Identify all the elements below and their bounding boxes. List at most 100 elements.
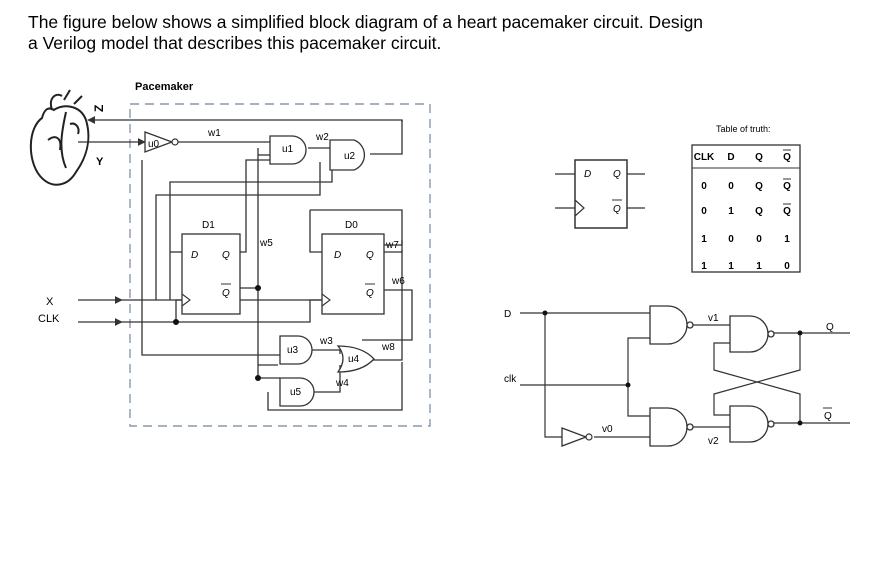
d0-name: D0 <box>345 220 358 231</box>
loop-wire-b <box>169 160 333 300</box>
d0-qbar-label: Q <box>366 288 374 299</box>
d1-d-label: D <box>191 250 198 261</box>
u2-label: u2 <box>344 151 356 162</box>
truth-table-cell: 1 <box>784 234 790 245</box>
truth-table-cell: 0 <box>701 206 707 217</box>
u1-label: u1 <box>282 144 294 155</box>
d0-q-label: Q <box>366 250 374 261</box>
truth-table-cell: 0 <box>728 234 734 245</box>
question-text: The figure below shows a simplified bloc… <box>28 12 848 54</box>
w2-label: w2 <box>315 132 329 143</box>
pacemaker-title: Pacemaker <box>135 81 194 93</box>
flipflop-d1: D1 D Q Q <box>181 220 241 315</box>
u0-label: u0 <box>148 139 160 150</box>
latch-nand-gates <box>649 305 775 447</box>
port-y-label: Y <box>96 156 104 168</box>
d1-q-label: Q <box>222 250 230 261</box>
gate-u5: u5 <box>279 377 315 407</box>
truth-table-title: Table of truth: <box>716 124 771 134</box>
latch-wires <box>520 312 850 438</box>
z-output-wire <box>87 116 403 124</box>
truth-table-cell: Q <box>783 181 791 192</box>
u5-label: u5 <box>290 387 302 398</box>
latch-qbar-label: Q <box>824 411 832 422</box>
nand-gate-2 <box>649 407 688 447</box>
latch-clk-label: clk <box>504 374 517 385</box>
d1-clk-wire <box>175 299 182 322</box>
latch-cross-q <box>713 333 801 416</box>
truth-table-cell: 0 <box>728 181 734 192</box>
wire-w8 <box>372 250 403 361</box>
pacemaker-wires <box>78 116 413 411</box>
nand-gate-4 <box>729 405 769 443</box>
truth-table-cell: 0 <box>701 181 707 192</box>
latch-v1-label: v1 <box>708 313 719 324</box>
w1-label: w1 <box>207 128 221 139</box>
truth-table-cell: 1 <box>728 261 734 272</box>
nand-gate-3 <box>729 315 769 353</box>
question-line-2: a Verilog model that describes this pace… <box>28 33 442 53</box>
w6-label: w6 <box>391 276 405 287</box>
gate-u0: u0 <box>144 131 179 153</box>
flipflop-d0: D0 D Q Q <box>321 220 385 315</box>
w4-label: w4 <box>335 378 349 389</box>
junction-dots <box>173 285 261 381</box>
pacemaker-boundary <box>129 103 431 427</box>
d0-clk-wire <box>176 299 322 323</box>
latch-clk-lower <box>627 385 650 417</box>
w8-label: w8 <box>381 342 395 353</box>
gate-u4: u4 <box>336 345 375 373</box>
truth-table-header: D <box>727 152 734 163</box>
d1-qbar-label: Q <box>222 288 230 299</box>
latch-d-to-inv <box>544 313 562 438</box>
u3-label: u3 <box>287 345 299 356</box>
truth-table-cell: Q <box>755 206 763 217</box>
truth-table-cell: 0 <box>756 234 762 245</box>
wire-w6 <box>362 289 413 341</box>
question-line-1: The figure below shows a simplified bloc… <box>28 12 704 32</box>
w7-label: w7 <box>385 240 399 251</box>
w5-label: w5 <box>259 238 273 249</box>
latch-inverter-v0 <box>561 427 593 447</box>
loop-wire-c <box>141 160 280 356</box>
nand-gate-1 <box>649 305 688 345</box>
dff-q-label: Q <box>613 169 621 180</box>
heart-icon <box>29 89 90 186</box>
truth-table-header: CLK <box>694 152 715 163</box>
port-z-label: Z <box>92 105 106 112</box>
d1-q-wire <box>240 159 270 253</box>
latch-cross-qbar <box>713 342 801 423</box>
latch-labels: D clk v0 v1 v2 Q Q <box>504 309 834 447</box>
truth-table-header: Q <box>755 152 763 163</box>
dff-qbar-label: Q <box>613 204 621 215</box>
dff-d-label: D <box>584 169 591 180</box>
d0-d-label: D <box>334 250 341 261</box>
w3-label: w3 <box>319 336 333 347</box>
d1-name: D1 <box>202 220 215 231</box>
dff-symbol: D Q Q <box>555 159 645 229</box>
latch-v0-label: v0 <box>602 424 613 435</box>
u5-loop-wire <box>267 362 403 411</box>
latch-d-label: D <box>504 309 511 320</box>
truth-table-cell: Q <box>755 181 763 192</box>
d0-d-input <box>309 210 322 253</box>
port-clk-label: CLK <box>38 313 60 325</box>
latch-v2-label: v2 <box>708 436 719 447</box>
loop-wire-a <box>155 162 321 300</box>
latch-junctions <box>542 310 803 426</box>
truth-table-cell: 0 <box>784 261 790 272</box>
truth-table-header: Q <box>783 152 791 163</box>
pacemaker-diagram: Pacemaker Z Y X CLK <box>38 81 431 427</box>
truth-table-cell: Q <box>783 206 791 217</box>
wire-labels: w1 w2 w5 w7 w6 w3 w8 w4 <box>207 128 405 389</box>
truth-table-cell: 1 <box>756 261 762 272</box>
truth-table-cell: 1 <box>728 206 734 217</box>
gate-u1: u1 <box>269 135 307 165</box>
latch-q-label: Q <box>826 322 834 333</box>
latch-circuit: D clk v0 v1 v2 Q Q <box>504 305 850 447</box>
d0-d-loop <box>310 209 403 246</box>
u2-feedback-wire <box>370 120 403 155</box>
